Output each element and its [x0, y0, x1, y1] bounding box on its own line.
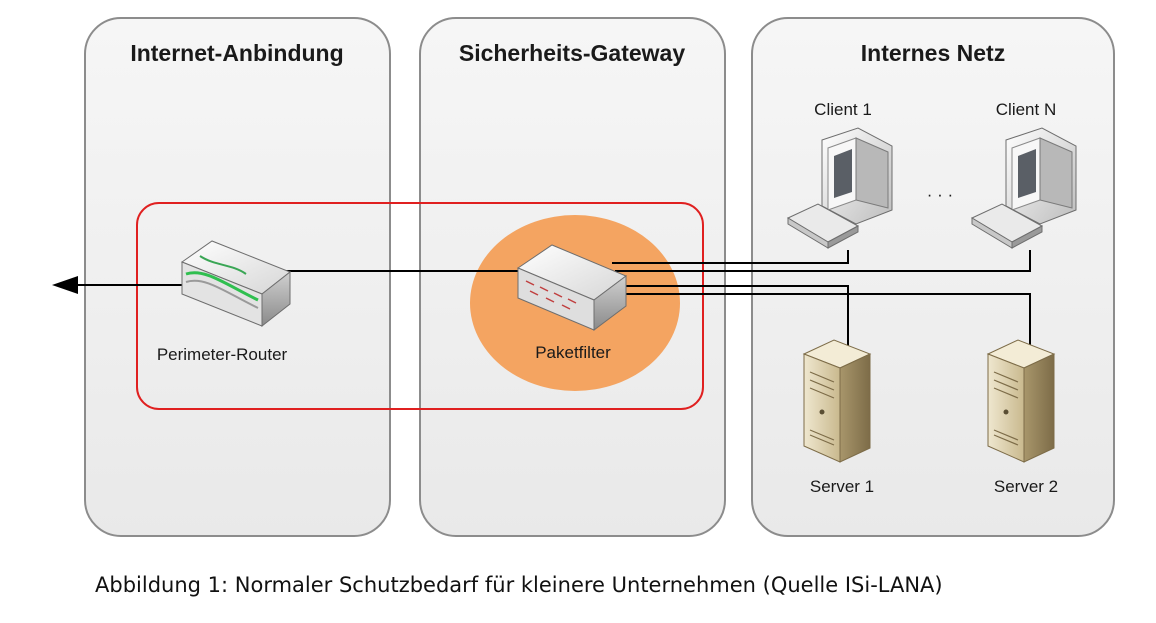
- perimeter-highlight-box: [136, 202, 704, 410]
- server1-link: [618, 285, 849, 352]
- computer-icon: [786, 127, 893, 249]
- zone-internal: Internes Netz: [751, 17, 1115, 537]
- connections: [75, 250, 1031, 352]
- zone-title-internet: Internet-Anbindung: [130, 40, 343, 66]
- router-icon: [180, 240, 291, 328]
- paketfilter-label: Paketfilter: [535, 343, 611, 362]
- computer-icon: [970, 127, 1077, 249]
- clients-ellipsis: · · ·: [927, 185, 953, 204]
- server2-label: Server 2: [994, 477, 1058, 496]
- zone-title-internal: Internes Netz: [861, 40, 1005, 66]
- switch-icon: [516, 244, 627, 331]
- clientN-link: [615, 250, 1031, 272]
- client1-link: [612, 250, 849, 264]
- client1-label: Client 1: [814, 100, 872, 119]
- figure-caption: Abbildung 1: Normaler Schutzbedarf für k…: [95, 573, 943, 597]
- zone-title-gateway: Sicherheits-Gateway: [459, 40, 685, 66]
- server2-link: [620, 293, 1031, 352]
- server-icon: [986, 339, 1056, 463]
- internet-arrow-icon: [52, 276, 78, 294]
- server-icon: [802, 339, 872, 463]
- clientN-label: Client N: [996, 100, 1056, 119]
- router-label: Perimeter-Router: [157, 345, 288, 364]
- server1-label: Server 1: [810, 477, 874, 496]
